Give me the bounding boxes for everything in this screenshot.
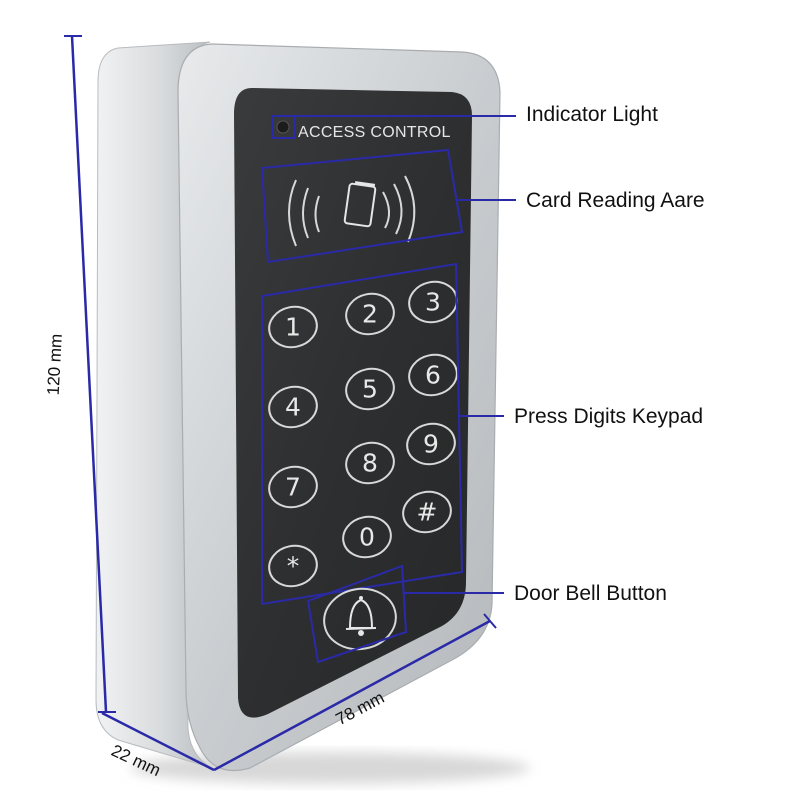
indicator-light xyxy=(276,120,290,134)
key-7[interactable]: 7 xyxy=(265,462,320,511)
indicator-light-box xyxy=(271,115,295,139)
key-6[interactable]: 6 xyxy=(405,350,460,399)
door-bell-box xyxy=(306,564,408,664)
key-label: 1 xyxy=(285,313,301,342)
card-reading-label: Card Reading Aare xyxy=(526,189,705,212)
key-5[interactable]: 5 xyxy=(342,364,397,413)
key-label: 0 xyxy=(359,523,375,552)
key-2[interactable]: 2 xyxy=(342,289,397,338)
door-bell-label: Door Bell Button xyxy=(514,582,667,605)
key-label: 8 xyxy=(362,449,378,478)
key-label: 9 xyxy=(423,430,439,459)
keypad-box xyxy=(261,262,464,606)
key-label: 7 xyxy=(285,473,301,502)
keypad-label: Press Digits Keypad xyxy=(514,405,704,428)
key-label: # xyxy=(417,498,438,527)
key-0[interactable]: 0 xyxy=(339,512,394,561)
width-dimension xyxy=(213,613,497,772)
key-label: 3 xyxy=(425,288,441,317)
key-hash[interactable]: # xyxy=(399,487,454,536)
card-reader-area xyxy=(288,175,416,247)
height-dimension xyxy=(64,35,116,713)
front-panel xyxy=(234,88,472,718)
key-label: 4 xyxy=(285,393,301,422)
key-label: 6 xyxy=(425,361,441,390)
key-4[interactable]: 4 xyxy=(265,382,320,431)
key-9[interactable]: 9 xyxy=(403,419,458,468)
key-8[interactable]: 8 xyxy=(342,438,397,487)
key-label: 5 xyxy=(362,375,378,404)
key-label: * xyxy=(287,552,300,581)
key-star[interactable]: * xyxy=(265,541,320,590)
depth-dimension xyxy=(101,711,215,772)
key-1[interactable]: 1 xyxy=(265,302,320,351)
door-bell-button[interactable] xyxy=(319,583,400,655)
brand-text: ACCESS CONTROL xyxy=(298,124,451,141)
height-label: 120 mm xyxy=(43,333,66,396)
keypad[interactable]: 1 2 3 4 5 6 7 8 9 * 0 # xyxy=(265,277,460,590)
bell-icon xyxy=(345,596,377,636)
indicator-light-label: Indicator Light xyxy=(526,103,658,126)
card-reader-box xyxy=(260,148,464,264)
key-label: 2 xyxy=(362,300,378,329)
